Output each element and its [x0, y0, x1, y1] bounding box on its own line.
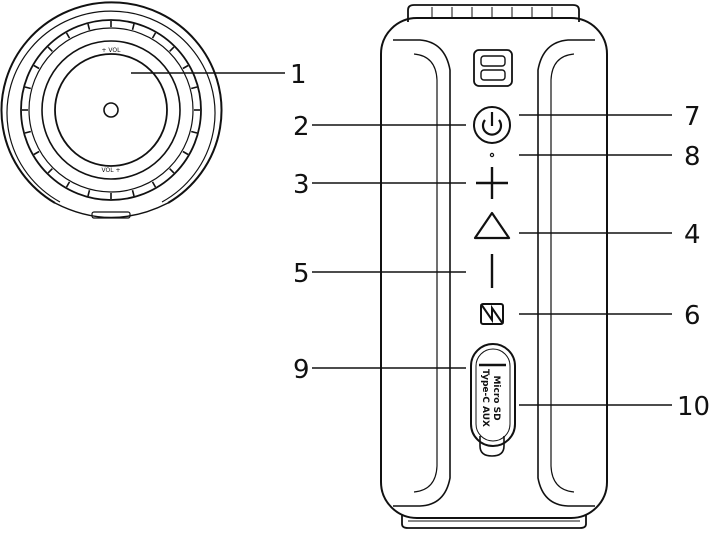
- dial-tick: [67, 182, 70, 187]
- callout-4: 4: [684, 220, 701, 250]
- dial-tick: [170, 169, 174, 173]
- indicator-led: [490, 153, 493, 156]
- nfc-link-button[interactable]: [481, 304, 503, 324]
- callout-1: 1: [290, 60, 307, 90]
- right-side-panel-outer: [538, 40, 595, 506]
- dial-tick: [153, 33, 156, 38]
- top-view-base-flat: [55, 203, 168, 218]
- nfc-icon-zigzag: [481, 304, 503, 324]
- callout-3: 3: [293, 170, 310, 200]
- triangle-mode-button[interactable]: [475, 213, 509, 238]
- dial-tick: [133, 190, 135, 196]
- right-side-panel-inner: [551, 54, 574, 492]
- callout-10: 10: [677, 392, 710, 422]
- dial-tick: [34, 152, 39, 155]
- speaker-front-view: [381, 5, 607, 528]
- dial-tick: [153, 182, 156, 187]
- port-cover-text-line2: Type-C AUX: [480, 369, 490, 427]
- dial-tick: [88, 24, 90, 30]
- speaker-body: [381, 18, 607, 518]
- dial-tick: [25, 132, 31, 134]
- strap-slot-top: [481, 56, 505, 66]
- callout-2: 2: [293, 112, 310, 142]
- dial-tick: [67, 33, 70, 38]
- dial-tick: [48, 169, 52, 173]
- dial-center-button: [104, 103, 118, 117]
- dial-label-top: + VOL: [102, 47, 122, 54]
- port-cover-label: Micro SD Type-C AUX: [480, 369, 501, 427]
- top-cap: [408, 5, 579, 22]
- callout-leaders: [131, 73, 672, 405]
- top-cap-ridges: [432, 7, 552, 18]
- callout-7: 7: [684, 102, 701, 132]
- dial-tick: [48, 47, 52, 51]
- dial-tick: [183, 66, 188, 69]
- dial-inner-ring: [42, 41, 180, 179]
- callout-8: 8: [684, 142, 701, 172]
- dial-tick: [88, 190, 90, 196]
- dial-tick: [183, 152, 188, 155]
- port-cover-text-line1: Micro SD: [491, 375, 501, 420]
- volume-up-button[interactable]: [476, 167, 508, 199]
- left-side-panel-inner: [414, 54, 437, 492]
- dial-tick: [170, 47, 174, 51]
- dial-tick: [191, 132, 197, 134]
- dial-center-plate: [55, 54, 167, 166]
- callout-5: 5: [293, 259, 310, 289]
- dial-tick: [25, 87, 31, 89]
- dial-label-bottom: VOL +: [102, 167, 121, 174]
- left-side-panel-outer: [393, 40, 450, 506]
- speaker-top-view: [2, 2, 222, 218]
- dial-tick: [34, 66, 39, 69]
- strap-slot-bottom: [481, 70, 505, 80]
- callout-9: 9: [293, 355, 310, 385]
- dial-tick: [133, 24, 135, 30]
- callout-6: 6: [684, 301, 701, 331]
- dial-tick: [191, 87, 197, 89]
